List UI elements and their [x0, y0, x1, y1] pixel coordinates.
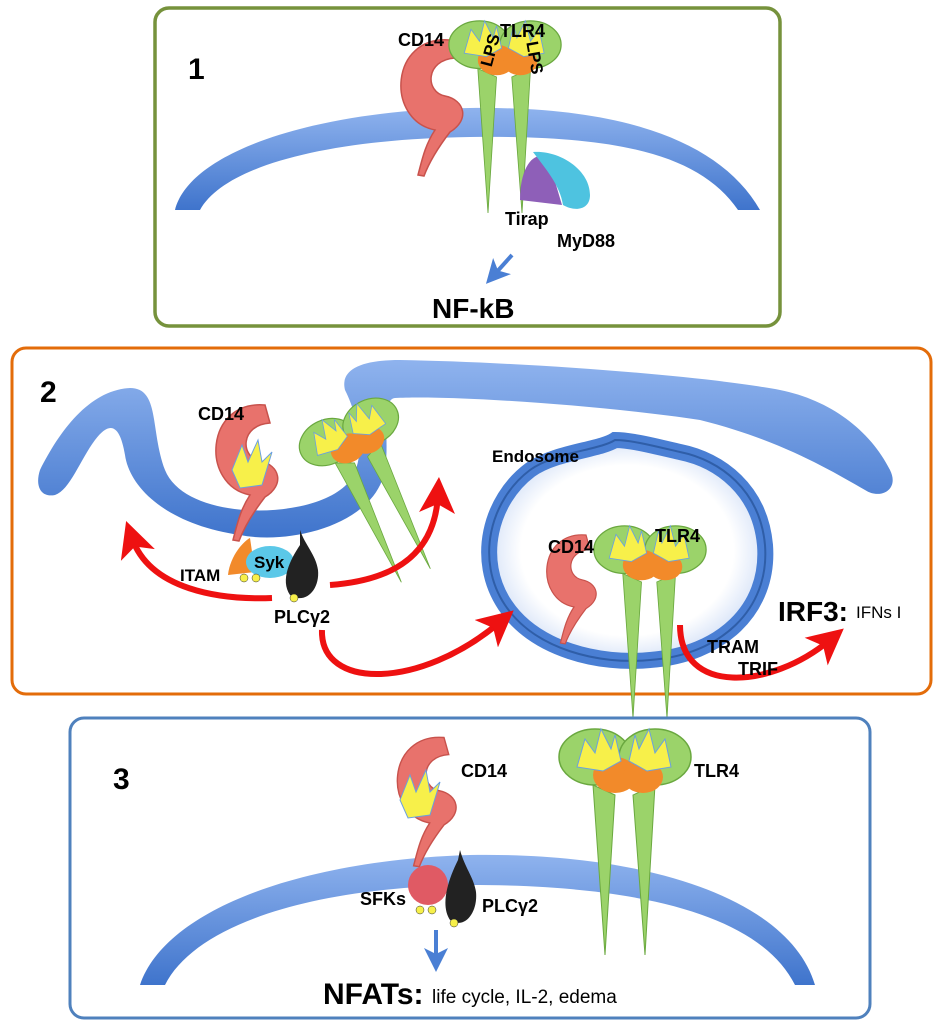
tram-label: TRAM: [707, 637, 759, 657]
trif-label: TRIF: [738, 659, 778, 679]
yellow-dot: [289, 593, 299, 603]
tirap-shape: [520, 155, 562, 205]
panel-1-arrow: [485, 253, 514, 284]
panel-2-membrane: [38, 360, 893, 538]
panel-2-plcg2-label: PLCγ2: [274, 607, 331, 627]
red-arrow-up-right: [329, 477, 455, 588]
panel-2-number: 2: [40, 376, 57, 409]
panel-3-cd14-label: CD14: [461, 761, 508, 781]
panel-3-tlr4-complex: [558, 728, 692, 956]
nfats-label: NFATs:: [323, 978, 424, 1011]
yellow-dot: [251, 573, 261, 583]
panel-3-plcg2-shape: [445, 850, 477, 923]
sfks-label: SFKs: [360, 889, 407, 909]
panel-2-lps-cd14: [231, 438, 273, 489]
irf3-suffix: IFNs I: [856, 603, 902, 622]
panel-1-membrane: [175, 107, 760, 210]
panel-2-tlr4-endo-label: TLR4: [655, 526, 700, 546]
panel-3-frame: [68, 716, 872, 1020]
syk-shape: [246, 546, 294, 578]
syk-label: Syk: [254, 553, 285, 572]
panel-2-tlr4-complex: [290, 388, 465, 599]
yellow-dot: [239, 573, 249, 583]
panel-3-tlr4-label: TLR4: [694, 761, 739, 781]
panel-1-cd14-shape: [400, 39, 464, 177]
irf3-label: IRF3:: [778, 596, 848, 627]
nf-kb-label: NF-kB: [432, 293, 515, 324]
sfk-shape: [408, 865, 448, 905]
red-arrow-to-endosome: [318, 610, 514, 678]
red-arrow-irf3: [677, 624, 844, 681]
panel-2-cd14-endo-label: CD14: [548, 537, 595, 557]
panel-3-membrane: [140, 854, 815, 985]
yellow-dot: [449, 918, 459, 928]
panel-3-lps-cd14: [399, 768, 441, 819]
panel-2-frame: [10, 346, 933, 696]
endosome-label: Endosome: [492, 447, 579, 466]
yellow-dot: [415, 905, 425, 915]
panel-1-tirap-label: Tirap: [505, 209, 549, 229]
panel-3-plcg2-label: PLCγ2: [482, 896, 539, 916]
myd88-shape: [533, 151, 590, 209]
panel-1-number: 1: [188, 53, 205, 86]
panel-3-number: 3: [113, 763, 130, 796]
yellow-dot: [427, 905, 437, 915]
panel-2-cd14-label: CD14: [198, 404, 245, 424]
nfats-suffix: life cycle, IL-2, edema: [432, 987, 617, 1008]
itam-label: ITAM: [180, 566, 221, 585]
plcg2-shape: [285, 530, 319, 599]
panel-1-cd14-label: CD14: [398, 30, 445, 50]
panel-1-myd88-label: MyD88: [557, 231, 616, 251]
panel-1-frame: [153, 6, 782, 328]
panel-1-tlr4-label: TLR4: [500, 21, 545, 41]
red-arrow-left: [120, 520, 273, 602]
